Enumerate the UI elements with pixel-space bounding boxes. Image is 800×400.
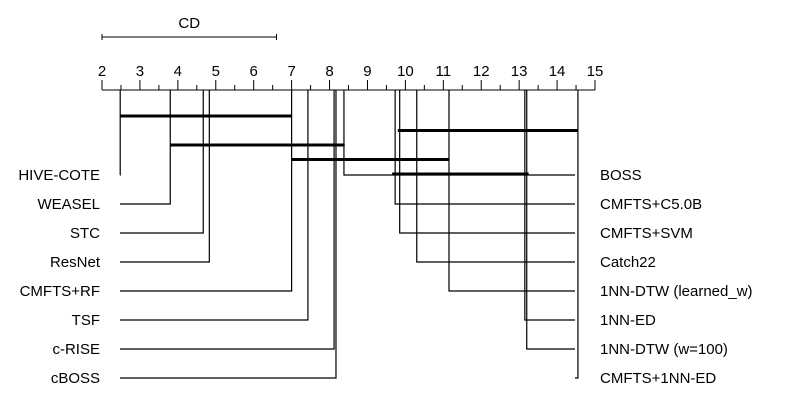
method-connector: [120, 90, 293, 292]
method-connector: [524, 90, 575, 321]
critical-difference-bar: CD: [101, 15, 277, 40]
method-connector: [120, 90, 210, 263]
method-connector: [526, 90, 575, 350]
method-connector: [343, 90, 575, 176]
method-label: CMFTS+RF: [20, 283, 100, 300]
axis-tick-label: 8: [325, 63, 333, 80]
method-label: TSF: [72, 312, 100, 329]
cd-label: CD: [178, 15, 200, 32]
method-connector: [394, 90, 575, 205]
method-connector: [120, 90, 309, 321]
method-label: cBOSS: [51, 370, 100, 387]
axis-tick-label: 13: [511, 63, 528, 80]
method-label: CMFTS+C5.0B: [600, 196, 702, 213]
method-connector: [120, 90, 171, 205]
method-label: CMFTS+1NN-ED: [600, 370, 716, 387]
method-label: 1NN-DTW (learned_w): [600, 283, 753, 300]
axis-tick-label: 7: [287, 63, 295, 80]
axis-tick-label: 4: [174, 63, 182, 80]
method-label: 1NN-ED: [600, 312, 656, 329]
axis-tick-label: 14: [549, 63, 566, 80]
axis-tick-label: 3: [136, 63, 144, 80]
axis-tick-label: 11: [436, 63, 452, 80]
axis-tick-label: 10: [397, 63, 414, 80]
method-label: WEASEL: [37, 196, 100, 213]
method-label: Catch22: [600, 254, 656, 271]
axis-tick-label: 12: [473, 63, 490, 80]
method-connector: [120, 90, 337, 379]
method-connector: [416, 90, 575, 263]
clique-bars: [120, 114, 578, 176]
axis-tick-label: 9: [363, 63, 371, 80]
axis-tick-label: 15: [587, 63, 604, 80]
method-label: 1NN-DTW (w=100): [600, 341, 728, 358]
method-connector: [120, 90, 204, 234]
axis-tick-label: 2: [98, 63, 106, 80]
method-connector: [575, 90, 579, 379]
axis-tick-label: 5: [212, 63, 220, 80]
axis-tick-label: 6: [250, 63, 258, 80]
method-connector: [399, 90, 575, 234]
method-connector: [448, 90, 575, 292]
method-label: CMFTS+SVM: [600, 225, 693, 242]
rank-axis: 2 3 4 5 6 7 8 9 10 11 12 13 14 15: [98, 63, 604, 91]
method-label: c-RISE: [52, 341, 100, 358]
method-label: HIVE-COTE: [18, 167, 100, 184]
method-label: BOSS: [600, 167, 642, 184]
method-connector: [120, 90, 335, 350]
method-label: STC: [70, 225, 100, 242]
method-label: ResNet: [50, 254, 101, 271]
